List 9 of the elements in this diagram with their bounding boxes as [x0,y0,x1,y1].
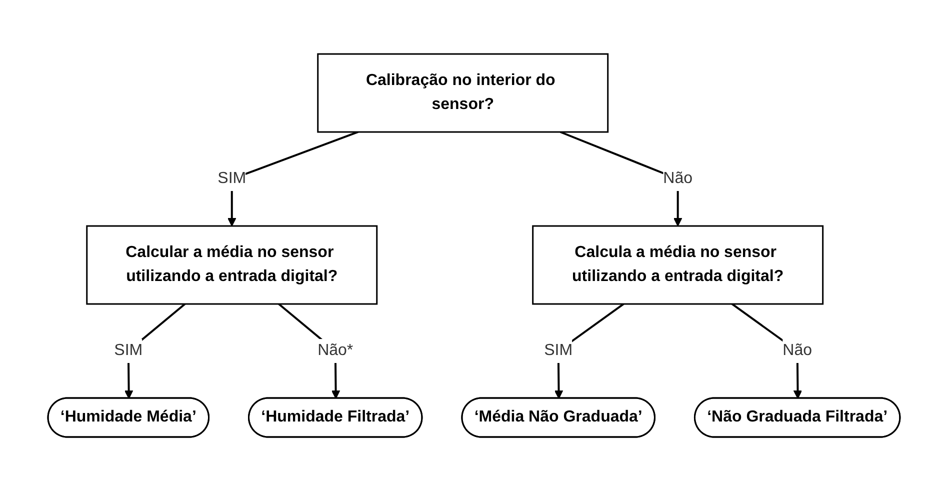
node-box: Calcular a média no sensor utilizando a entrada digital? [86,225,378,305]
edge-label: Não [662,170,692,187]
edge-label: SIM [114,342,142,359]
edge-label: Não [782,342,812,359]
edge-label: SIM [217,170,246,187]
node-box: Calibração no interior do sensor? [316,53,608,133]
edge-label: SIM [544,342,572,359]
edge-label: Não* [317,342,353,359]
node-box: Calcula a média no sensor utilizando a entrada digital? [532,225,824,305]
